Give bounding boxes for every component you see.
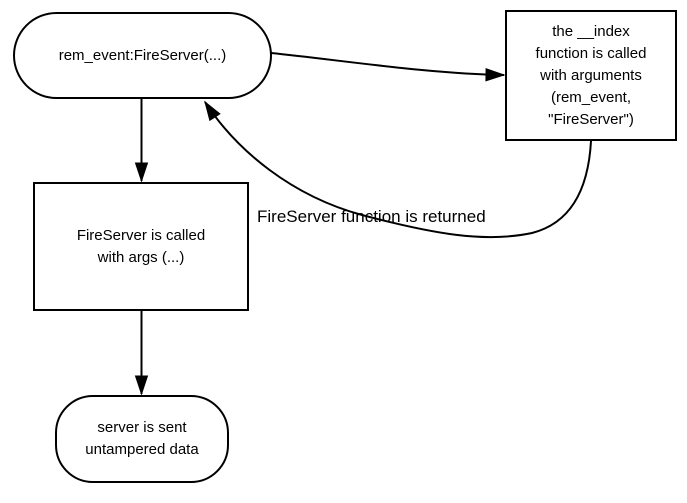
node-fireserver-called-with-args: FireServer is called with args (...) [33, 182, 249, 311]
node-start-rem-event-fireserver: rem_event:FireServer(...) [13, 12, 272, 99]
node-label: FireServer is called with args (...) [76, 226, 206, 266]
node-index-function-called: the __index function is called with argu… [505, 10, 677, 141]
node-label: server is sent untampered data [85, 419, 199, 458]
node-label: rem_event:FireServer(...) [58, 46, 227, 64]
node-label: the __index function is called with argu… [535, 22, 647, 128]
edge-start-to-index-called [270, 52, 506, 82]
edge-index-called-to-start [204, 100, 592, 239]
node-server-sent-untampered-data: server is sent untampered data [55, 395, 229, 483]
edge-label-fireserver-function-returned: FireServer function is returned [257, 207, 486, 226]
